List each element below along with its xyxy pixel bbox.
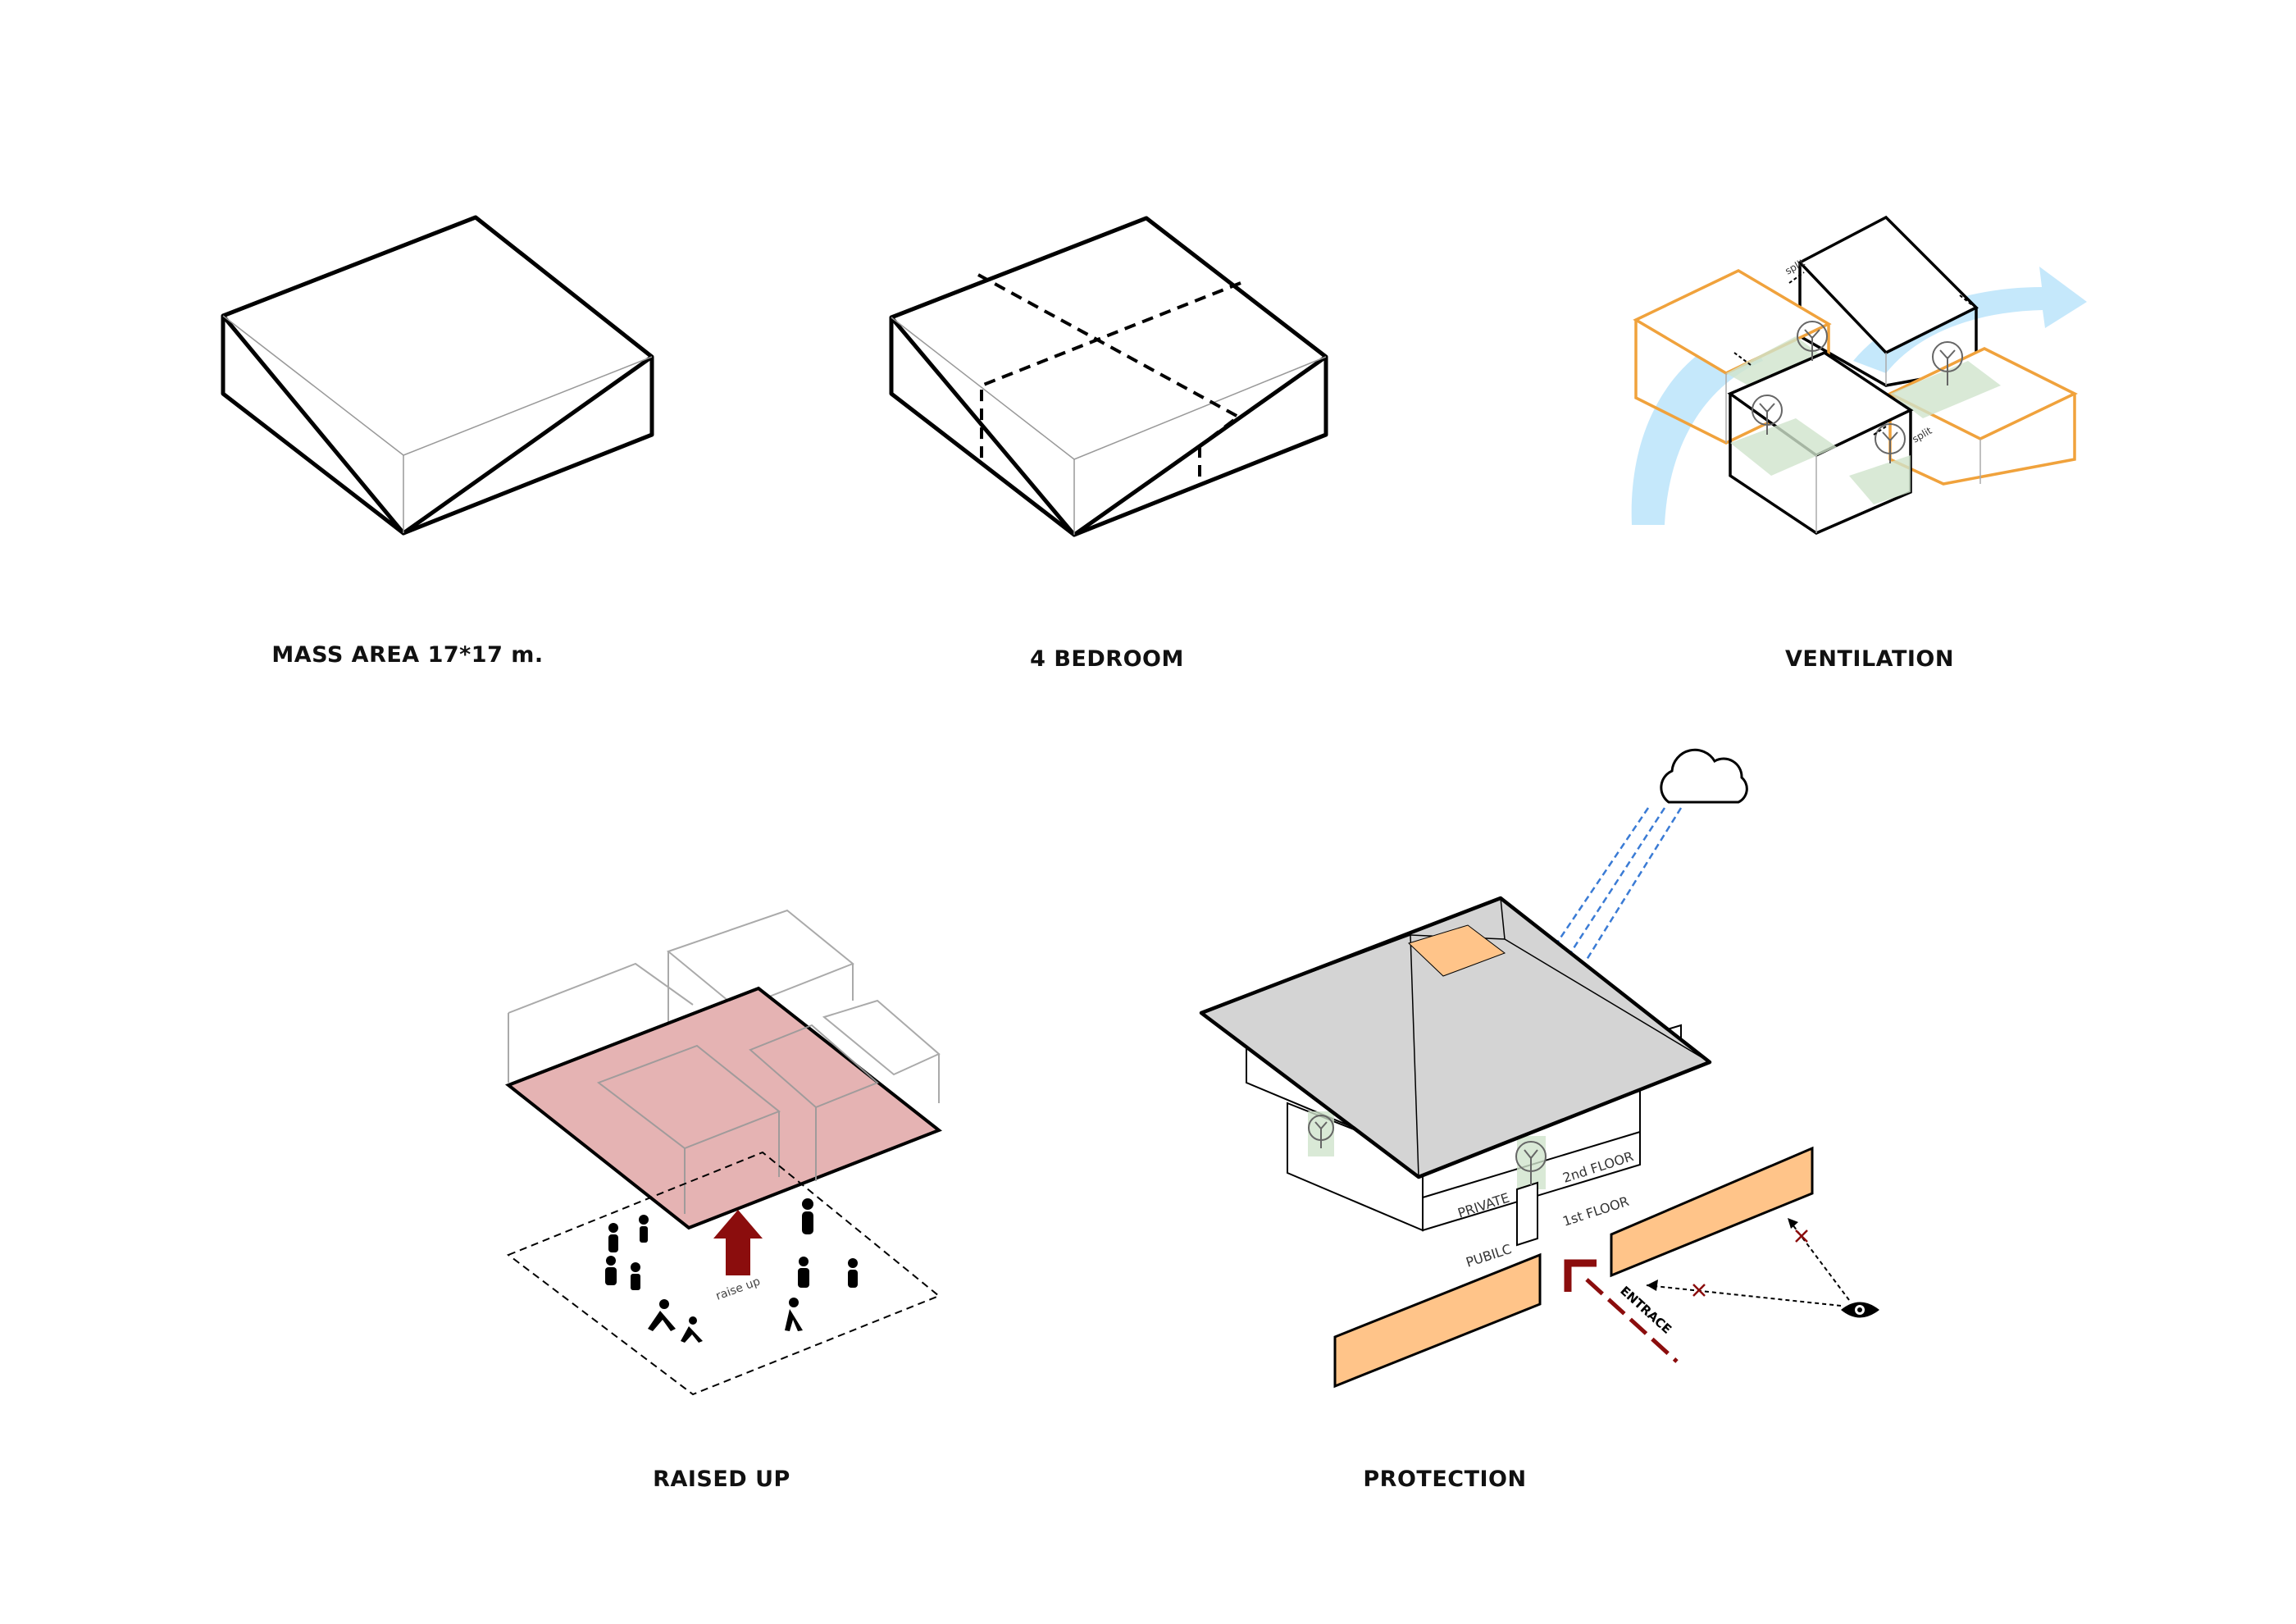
protection-wall-left <box>1333 1252 1542 1389</box>
entrance-arrow-icon <box>1564 1259 1679 1363</box>
protection-wall-right <box>1610 1146 1814 1278</box>
room-box-right-orange <box>1887 347 2078 486</box>
room-box-left-orange <box>1633 269 1832 445</box>
mass-block <box>221 215 654 536</box>
rain-lines <box>1544 807 1683 960</box>
tree-icon <box>1875 423 1906 463</box>
raised-diagram: raise up <box>505 909 942 1396</box>
split-label-right: split <box>1911 425 1934 445</box>
skylight <box>1408 924 1506 977</box>
protection-diagram: PRIVATE 2nd FLOOR PUBILC 1st FLOOR ENTRA… <box>1199 748 1879 1389</box>
tree-icon <box>1932 341 1963 385</box>
house-roof <box>1199 896 1712 1179</box>
person-icon <box>605 1198 858 1343</box>
room-box-front <box>1727 351 1914 535</box>
bedroom-block <box>889 216 1328 537</box>
label-entrance: ENTRACE <box>1617 1284 1674 1337</box>
tree-icon <box>1797 321 1828 361</box>
caption-ventilation: VENTILATION <box>1785 646 1954 672</box>
tree-icon <box>1515 1141 1547 1185</box>
ventilation-diagram: split split <box>1631 215 2087 535</box>
eye-icon <box>1841 1302 1879 1318</box>
label-public: PUBILC <box>1464 1241 1513 1270</box>
wind-arrow-right <box>1853 267 2087 373</box>
caption-bedroom: 4 BEDROOM <box>1030 646 1184 672</box>
caption-mass: MASS AREA 17*17 m. <box>271 642 544 668</box>
cloud-icon <box>1660 748 1748 804</box>
label-first-floor: 1st FLOOR <box>1560 1193 1631 1229</box>
caption-raised: RAISED UP <box>653 1467 790 1492</box>
tree-icon <box>1308 1115 1334 1148</box>
up-arrow-icon <box>713 1210 763 1275</box>
wind-arrow-left <box>1631 328 1763 525</box>
ground-outline <box>506 1151 941 1396</box>
caption-protection: PROTECTION <box>1363 1467 1527 1492</box>
raise-up-label: raise up <box>714 1275 763 1302</box>
room-division-lines <box>977 273 1241 485</box>
raised-floor-plane <box>505 986 942 1230</box>
tree-icon <box>1752 395 1783 435</box>
